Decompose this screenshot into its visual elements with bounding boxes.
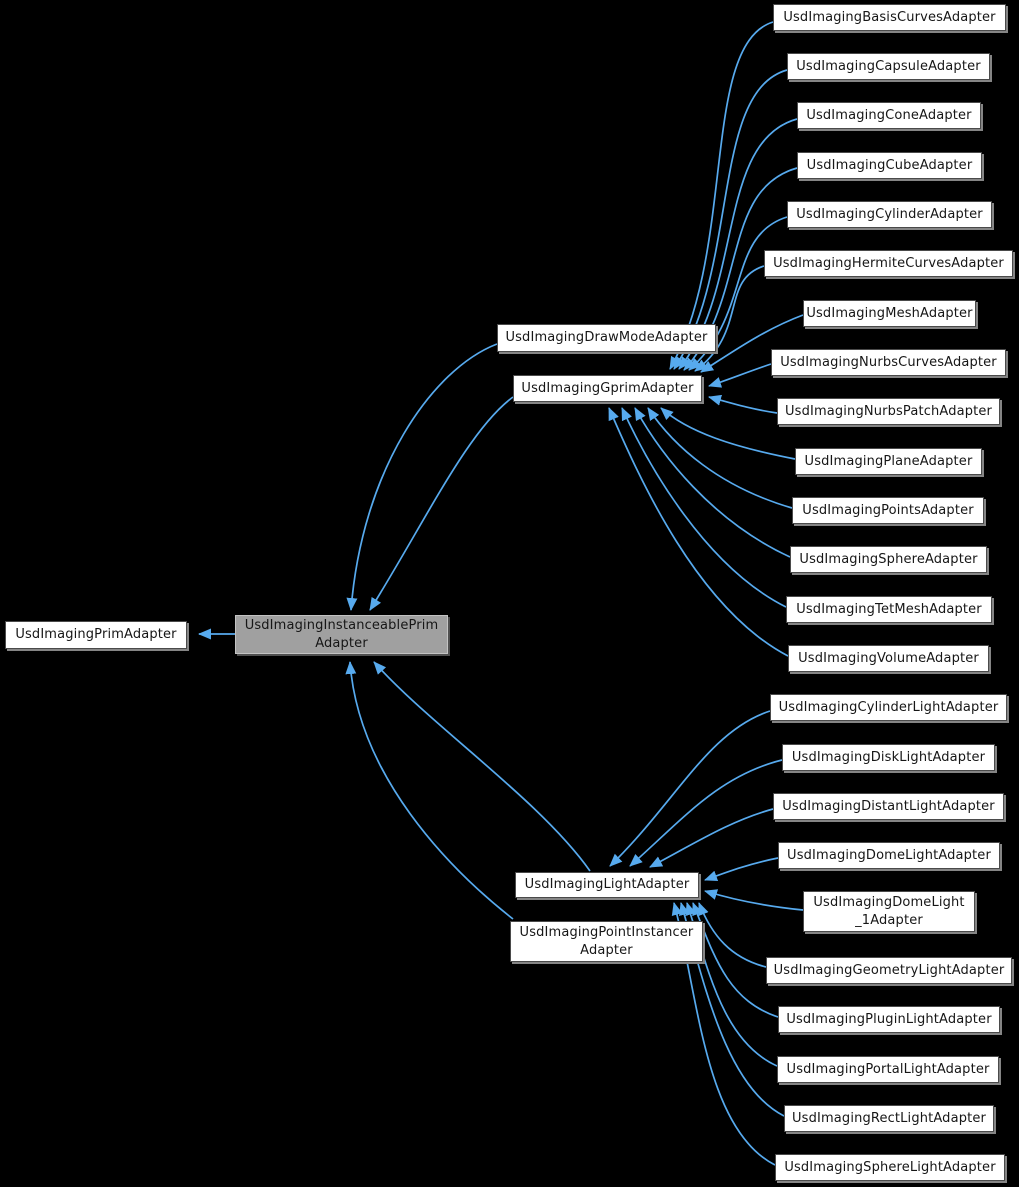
edge-gprim-to-instanceableprim	[369, 396, 514, 611]
node-label: UsdImagingGprimAdapter	[521, 380, 694, 396]
edge-cylinderlight-to-light	[609, 710, 771, 867]
edge-nurbscurves-to-gprim	[708, 363, 772, 388]
node-label: UsdImagingDomeLightAdapter	[787, 847, 991, 863]
node-usdimaging-prim-adapter[interactable]: UsdImagingPrimAdapter	[5, 621, 187, 649]
node-label: UsdImagingCubeAdapter	[806, 157, 973, 173]
node-usdimaging-instanceable-prim-adapter: UsdImagingInstanceablePrim Adapter	[235, 615, 448, 654]
node-label: UsdImagingPlaneAdapter	[804, 453, 973, 469]
node-label: UsdImagingMeshAdapter	[806, 305, 973, 321]
node-usdimaging-tet-mesh-adapter[interactable]: UsdImagingTetMeshAdapter	[786, 596, 992, 623]
node-label: UsdImagingSphereLightAdapter	[784, 1159, 996, 1175]
node-label: UsdImagingInstanceablePrim Adapter	[244, 617, 439, 651]
node-label: UsdImagingNurbsPatchAdapter	[784, 403, 993, 419]
node-usdimaging-dome-light-1-adapter[interactable]: UsdImagingDomeLight _1Adapter	[803, 891, 975, 932]
node-label: UsdImagingPluginLightAdapter	[786, 1011, 992, 1027]
node-usdimaging-rect-light-adapter[interactable]: UsdImagingRectLightAdapter	[784, 1105, 994, 1132]
node-usdimaging-mesh-adapter[interactable]: UsdImagingMeshAdapter	[803, 300, 976, 327]
node-usdimaging-portal-light-adapter[interactable]: UsdImagingPortalLightAdapter	[777, 1056, 999, 1083]
node-label: UsdImagingVolumeAdapter	[798, 650, 979, 666]
node-usdimaging-dome-light-adapter[interactable]: UsdImagingDomeLightAdapter	[778, 842, 1000, 869]
node-label: UsdImagingRectLightAdapter	[792, 1110, 986, 1126]
node-usdimaging-nurbs-curves-adapter[interactable]: UsdImagingNurbsCurvesAdapter	[771, 349, 1006, 376]
edge-nurbspatch-to-gprim	[708, 394, 778, 414]
edge-hermitecurves-to-gprim	[694, 265, 765, 372]
node-usdimaging-light-adapter[interactable]: UsdImagingLightAdapter	[515, 872, 699, 898]
node-label: UsdImagingPortalLightAdapter	[786, 1061, 990, 1077]
node-label: UsdImagingPointsAdapter	[802, 502, 974, 518]
node-label: UsdImagingGeometryLightAdapter	[773, 962, 1005, 978]
node-label: UsdImagingCapsuleAdapter	[796, 58, 981, 74]
node-label: UsdImagingHermiteCurvesAdapter	[773, 255, 1004, 271]
edge-light-to-instanceableprim	[373, 661, 591, 872]
edge-domelight1-to-light	[704, 889, 804, 911]
node-label: UsdImagingCylinderLightAdapter	[778, 699, 999, 715]
edge-points-to-gprim	[647, 407, 793, 509]
node-usdimaging-point-instancer-adapter[interactable]: UsdImagingPointInstancer Adapter	[510, 921, 703, 962]
node-label: UsdImagingTetMeshAdapter	[796, 601, 982, 617]
node-usdimaging-plugin-light-adapter[interactable]: UsdImagingPluginLightAdapter	[778, 1006, 1000, 1033]
node-label: UsdImagingConeAdapter	[806, 107, 972, 123]
node-usdimaging-disk-light-adapter[interactable]: UsdImagingDiskLightAdapter	[782, 744, 995, 771]
node-label: UsdImagingSphereAdapter	[799, 551, 978, 567]
edge-drawmode-to-instanceableprim	[346, 343, 498, 611]
edge-geometrylight-to-light	[698, 902, 767, 968]
node-label: UsdImagingPrimAdapter	[15, 627, 177, 642]
node-usdimaging-capsule-adapter[interactable]: UsdImagingCapsuleAdapter	[787, 53, 990, 80]
edge-plane-to-gprim	[660, 407, 796, 460]
node-label: UsdImagingDrawModeAdapter	[505, 330, 708, 345]
node-label: UsdImagingDomeLight _1Adapter	[813, 894, 965, 928]
edge-disklight-to-light	[629, 759, 783, 867]
node-usdimaging-sphere-light-adapter[interactable]: UsdImagingSphereLightAdapter	[775, 1154, 1005, 1181]
edge-pluginlight-to-light	[692, 902, 779, 1018]
node-label: UsdImagingDiskLightAdapter	[791, 749, 986, 765]
node-usdimaging-cylinder-light-adapter[interactable]: UsdImagingCylinderLightAdapter	[770, 694, 1007, 721]
node-label: UsdImagingCylinderAdapter	[796, 206, 983, 222]
node-usdimaging-nurbs-patch-adapter[interactable]: UsdImagingNurbsPatchAdapter	[777, 398, 1000, 425]
edge-sphere-to-gprim	[634, 407, 791, 558]
node-usdimaging-cone-adapter[interactable]: UsdImagingConeAdapter	[797, 102, 981, 129]
edge-tetmesh-to-gprim	[621, 407, 787, 608]
edge-volume-to-gprim	[608, 407, 789, 657]
node-usdimaging-cube-adapter[interactable]: UsdImagingCubeAdapter	[797, 152, 982, 179]
edge-mesh-to-gprim	[700, 314, 804, 373]
node-usdimaging-volume-adapter[interactable]: UsdImagingVolumeAdapter	[788, 645, 989, 672]
node-label: UsdImagingBasisCurvesAdapter	[783, 9, 996, 25]
node-label: UsdImagingPointInstancer Adapter	[519, 924, 694, 958]
node-usdimaging-sphere-adapter[interactable]: UsdImagingSphereAdapter	[790, 546, 987, 573]
node-label: UsdImagingDistantLightAdapter	[782, 798, 995, 814]
edge-basiscurves-to-gprim	[669, 21, 774, 370]
node-label: UsdImagingLightAdapter	[524, 877, 690, 892]
node-usdimaging-geometry-light-adapter[interactable]: UsdImagingGeometryLightAdapter	[766, 957, 1012, 984]
node-usdimaging-hermite-curves-adapter[interactable]: UsdImagingHermiteCurvesAdapter	[764, 250, 1013, 277]
node-usdimaging-plane-adapter[interactable]: UsdImagingPlaneAdapter	[795, 448, 982, 475]
node-usdimaging-drawmode-adapter[interactable]: UsdImagingDrawModeAdapter	[497, 324, 716, 352]
node-usdimaging-cylinder-adapter[interactable]: UsdImagingCylinderAdapter	[787, 201, 992, 228]
node-label: UsdImagingNurbsCurvesAdapter	[780, 354, 997, 370]
edge-pointinstancer-to-instanceableprim	[345, 661, 514, 920]
edge-domelight-to-light	[704, 857, 779, 882]
node-usdimaging-gprim-adapter[interactable]: UsdImagingGprimAdapter	[513, 375, 702, 402]
node-usdimaging-basis-curves-adapter[interactable]: UsdImagingBasisCurvesAdapter	[773, 4, 1006, 31]
node-usdimaging-distant-light-adapter[interactable]: UsdImagingDistantLightAdapter	[773, 793, 1004, 820]
edge-distantlight-to-light	[649, 808, 774, 868]
node-usdimaging-points-adapter[interactable]: UsdImagingPointsAdapter	[792, 497, 984, 524]
